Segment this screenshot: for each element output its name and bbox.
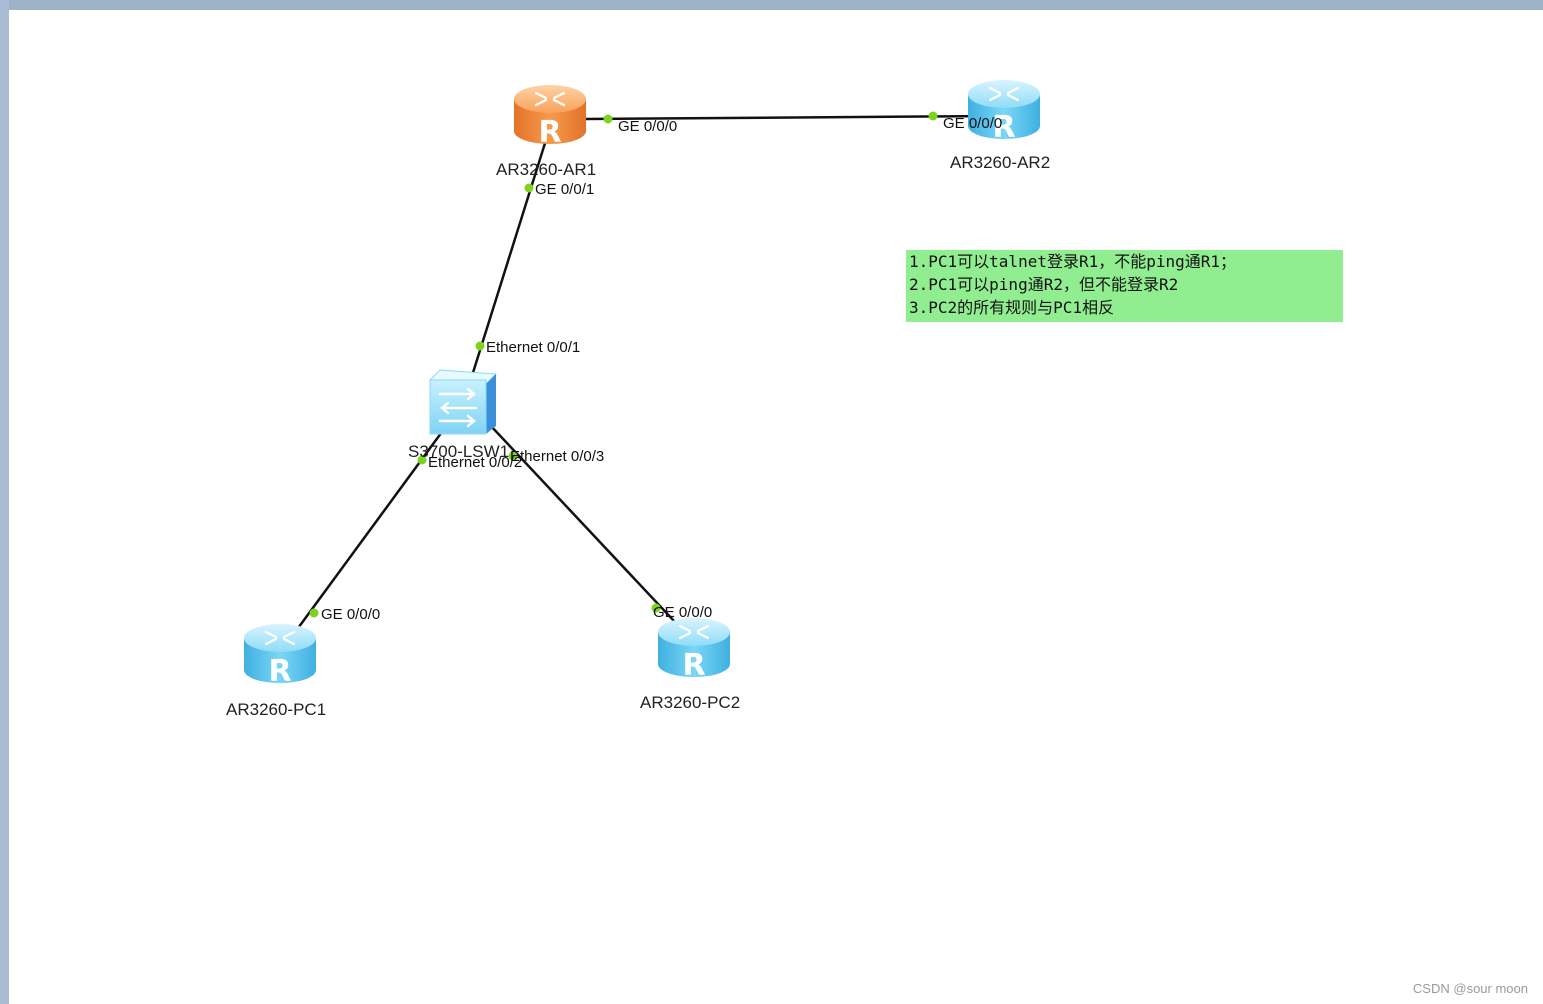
port-dot-ar1-ge001 [524,183,534,193]
device-label-pc2: AR3260-PC2 [640,693,740,712]
device-label-lsw1: S3700-LSW1 [408,442,509,461]
port-label-ar1-ge000: GE 0/0/0 [618,118,677,135]
note-line-2: 2.PC1可以ping通R2，但不能登录R2 [909,275,1179,294]
port-label-pc1-ge000: GE 0/0/0 [321,606,380,623]
device-label-ar2: AR3260-AR2 [950,153,1050,172]
port-dot-ar1-ge000 [603,114,613,124]
port-dot-ar2-ge000 [928,111,938,121]
svg-text:R: R [268,654,291,689]
switch-icon [428,369,498,435]
device-label-ar1: AR3260-AR1 [496,160,596,179]
port-dot-lsw1-eth003 [508,451,518,461]
port-dot-pc1-ge000 [309,608,319,618]
watermark: CSDN @sour moon [1412,981,1528,996]
switch-lsw1[interactable] [428,369,498,435]
port-dot-lsw1-eth002 [417,455,427,465]
link-ar1-lsw1[interactable] [464,139,548,396]
requirements-note[interactable]: 1.PC1可以talnet登录R1，不能ping通R1； 2.PC1可以ping… [906,250,1343,322]
port-label-lsw1-eth001: Ethernet 0/0/1 [486,339,580,356]
router-ar1[interactable]: R [514,85,586,150]
note-line-3: 3.PC2的所有规则与PC1相反 [909,298,1115,317]
port-label-pc2-ge000: GE 0/0/0 [653,604,712,621]
port-label-lsw1-eth003: Ethernet 0/0/3 [510,448,604,465]
link-lsw1-pc2[interactable] [489,424,691,639]
port-label-lsw1-eth002: Ethernet 0/0/2 [428,454,522,471]
port-dot-lsw1-eth001 [475,341,485,351]
topology-canvas[interactable] [9,10,1543,1004]
router-icon: R [244,624,316,689]
svg-text:R: R [682,648,705,683]
port-dot-pc2-ge000 [651,603,661,613]
note-line-1: 1.PC1可以talnet登录R1，不能ping通R1； [909,252,1237,271]
port-label-ar2-ge000: GE 0/0/0 [943,115,1002,132]
port-label-ar1-ge001: GE 0/0/1 [535,181,594,198]
window-top-border [0,0,1543,10]
links [280,114,1001,651]
router-icon: R [658,618,730,683]
svg-text:R: R [992,110,1015,145]
router-pc1[interactable]: R [244,624,316,689]
device-label-pc1: AR3260-PC1 [226,700,326,719]
router-icon: R [514,85,586,150]
router-ar2[interactable]: R [968,80,1040,145]
window-left-border [0,0,9,1004]
router-pc2[interactable]: R [658,618,730,683]
router-icon: R [968,80,1040,145]
svg-text:R: R [538,115,561,150]
port-dots [309,111,938,618]
